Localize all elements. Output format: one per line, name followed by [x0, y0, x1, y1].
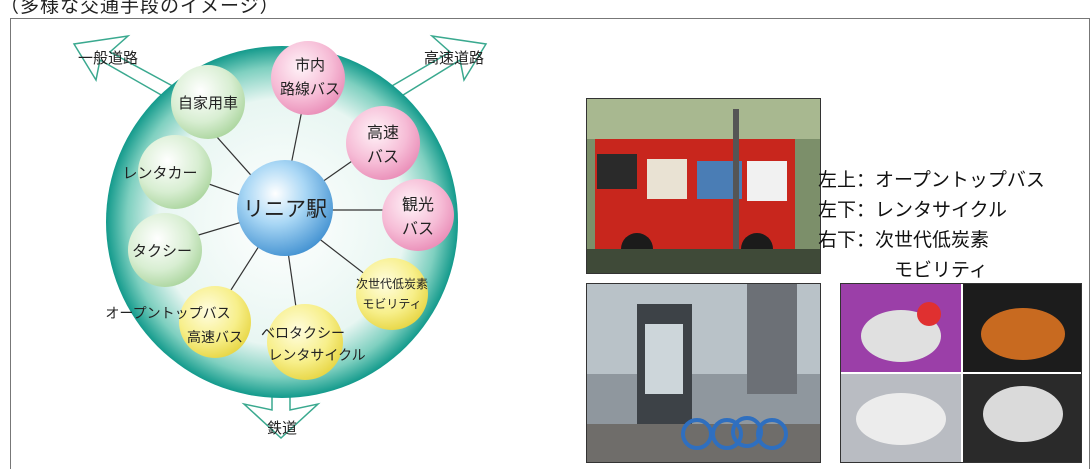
photo-caption: 左上：オープントップバス 左下：レンタサイクル 右下：次世代低炭素 モビリティ: [818, 165, 1045, 285]
node-open-top-label-1: オープントップバス: [105, 306, 230, 322]
open-top-bus-image: [587, 99, 820, 273]
node-city-bus-label-2: 路線バス: [280, 80, 340, 98]
page-title: （多様な交通手段のイメージ）: [0, 0, 280, 17]
hub-station: [237, 160, 333, 256]
photo-rental-cycle: [586, 283, 821, 463]
node-low-carbon: [356, 258, 428, 330]
road-expressway-label: 高速道路: [424, 49, 484, 67]
node-private-car: [171, 65, 245, 139]
transport-diagram: リニア駅 一般道路 高速道路 鉄道 自家用車 市内 路線バス 高速 バス 観光 …: [72, 34, 488, 440]
node-low-carbon-label-2: モビリティ: [362, 297, 421, 311]
node-sightseeing-bus-label-2: バス: [402, 219, 434, 238]
node-sightseeing-bus-label-1: 観光: [402, 195, 434, 214]
photo-low-carbon-mobility: [840, 283, 1082, 463]
node-express-bus: [346, 106, 420, 180]
node-low-carbon-label-1: 次世代低炭素: [356, 277, 428, 291]
node-express-bus-label-2: バス: [367, 147, 399, 166]
node-rental-car: [138, 135, 212, 209]
node-open-top: [179, 286, 251, 358]
general-road-arrow: [72, 34, 182, 101]
node-open-top-label-2: 高速バス: [187, 329, 243, 346]
road-general-label: 一般道路: [78, 49, 138, 67]
node-express-bus-label-1: 高速: [367, 123, 399, 142]
road-railway-label: 鉄道: [267, 419, 297, 437]
expressway-arrow: [383, 34, 488, 101]
hub-label: リニア駅: [243, 197, 327, 221]
node-private-car-label: 自家用車: [178, 94, 238, 112]
node-rental-car-label: レンタカー: [122, 164, 197, 182]
rental-cycle-image: [587, 284, 820, 462]
node-velotaxi-label-1: ベロタクシー: [261, 326, 345, 342]
content-frame: [10, 18, 1090, 469]
node-taxi: [128, 213, 202, 287]
node-city-bus-label-1: 市内: [295, 56, 325, 74]
node-city-bus: [271, 41, 345, 115]
node-velotaxi-label-2: レンタサイクル: [268, 348, 365, 364]
node-taxi-label: タクシー: [132, 242, 192, 260]
photo-open-top-bus: [586, 98, 821, 274]
node-sightseeing-bus: [382, 179, 454, 251]
node-velotaxi: [267, 304, 343, 380]
caption-line-4: モビリティ: [894, 259, 988, 281]
caption-line-2: 左下：レンタサイクル: [818, 199, 1008, 221]
mobility-image: [841, 284, 1081, 462]
caption-line-3: 右下：次世代低炭素: [818, 229, 990, 251]
caption-line-1: 左上：オープントップバス: [818, 169, 1045, 191]
